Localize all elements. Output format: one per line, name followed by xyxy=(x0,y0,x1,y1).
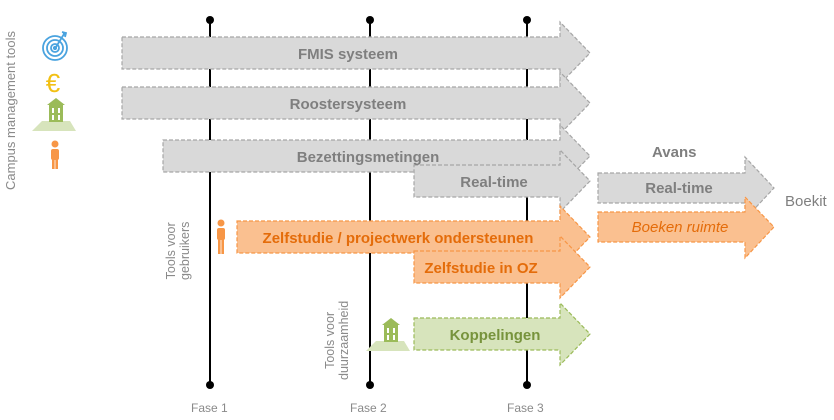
phase-dots xyxy=(206,16,531,389)
boekit-label: Boekit xyxy=(785,193,827,210)
user-person-icon xyxy=(217,219,225,254)
bezetting-label: Bezettingsmetingen xyxy=(297,149,440,166)
realtime-label: Real-time xyxy=(460,174,528,191)
tools-gebruikers-label: Tools voor gebruikers xyxy=(164,221,192,280)
rooster-label: Roostersysteem xyxy=(290,96,407,113)
rooster-arrow xyxy=(121,70,591,136)
boeken-label: Boeken ruimte xyxy=(632,219,729,236)
fase-2-label: Fase 2 xyxy=(350,401,387,415)
euro-icon: € xyxy=(46,68,61,98)
realtime-avans-label: Real-time xyxy=(645,180,713,197)
boeken-arrow xyxy=(597,195,775,260)
koppelingen-label: Koppelingen xyxy=(450,327,541,344)
zelfstudie-oz-label: Zelfstudie in OZ xyxy=(424,260,537,277)
zelfstudie-label: Zelfstudie / projectwerk ondersteunen xyxy=(263,230,534,247)
fase-1-label: Fase 1 xyxy=(191,401,228,415)
realtime-arrow xyxy=(413,148,591,214)
avans-label: Avans xyxy=(652,144,697,161)
koppelingen-arrow xyxy=(413,301,591,367)
sustainability-building-icon xyxy=(366,318,410,351)
zelfstudie-oz-arrow xyxy=(413,234,591,300)
fase-3-label: Fase 3 xyxy=(507,401,544,415)
side-title: Campus management tools xyxy=(3,31,18,190)
tools-duurzaamheid-label: Tools voor duurzaamheid xyxy=(323,300,351,380)
person-icon xyxy=(51,140,59,169)
fmis-label: FMIS systeem xyxy=(298,46,398,63)
building-icon xyxy=(32,98,76,131)
realtime-avans-arrow xyxy=(597,155,775,221)
fmis-arrow xyxy=(121,20,591,86)
target-icon xyxy=(42,31,68,61)
